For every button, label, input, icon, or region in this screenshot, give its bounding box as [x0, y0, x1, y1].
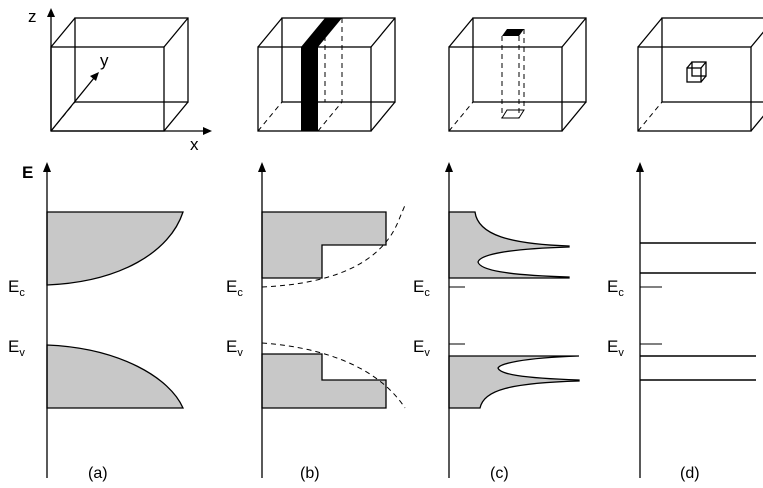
panel-caption-a: (a) — [88, 465, 108, 482]
conduction-band-edge-label: Ec — [413, 277, 430, 299]
conduction-band-dos — [46, 211, 184, 286]
energy-axis-arrow — [445, 162, 453, 172]
valence-band-edge-label: Ev — [413, 337, 430, 359]
quantum-wire-cube — [448, 17, 587, 132]
panel-caption-d: (d) — [680, 465, 700, 482]
valence-band-wire-dos — [448, 355, 580, 409]
panel-caption-b: (b) — [300, 465, 320, 482]
conduction-band-edge-label: Ec — [8, 277, 25, 299]
conduction-band-staircase — [261, 211, 387, 279]
quantum-dot — [686, 61, 707, 83]
energy-axis-arrow — [636, 162, 644, 172]
quantum-well-cube — [257, 17, 396, 132]
conduction-band-wire-dos — [448, 211, 570, 279]
y-axis-label: y — [100, 51, 109, 70]
bulk-conduction-envelope — [261, 204, 406, 288]
bulk-cube: z y x — [28, 7, 212, 154]
energy-axis-arrow — [43, 162, 51, 172]
valence-band-staircase — [261, 353, 387, 409]
y-axis-arrow — [90, 72, 99, 81]
panel-caption-c: (c) — [490, 465, 509, 482]
quantum-wire-top — [502, 29, 524, 36]
valence-band-dos — [46, 344, 184, 409]
valence-band-edge-label: Ev — [226, 337, 243, 359]
valence-band-edge-label: Ev — [8, 337, 25, 359]
conduction-band-edge-label: Ec — [607, 277, 624, 299]
conduction-band-edge-label: Ec — [226, 277, 243, 299]
energy-axis-arrow — [258, 162, 266, 172]
panel-b-dos: Ec Ev (b) — [226, 162, 406, 482]
panel-c-dos: Ec Ev (c) — [413, 162, 580, 482]
panel-d-dos: Ec Ev (d) — [607, 162, 756, 482]
bulk-valence-envelope — [261, 342, 406, 409]
quantum-dot-cube — [637, 17, 763, 132]
panel-a-dos: E Ec Ev (a) — [8, 162, 184, 482]
z-axis-arrow — [47, 8, 55, 17]
z-axis-label: z — [28, 7, 37, 26]
energy-axis-label: E — [22, 163, 33, 182]
x-axis-label: x — [190, 135, 199, 154]
y-axis — [50, 77, 95, 132]
valence-band-edge-label: Ev — [607, 337, 624, 359]
x-axis-arrow — [203, 127, 212, 135]
quantum-well-slab — [301, 47, 318, 131]
